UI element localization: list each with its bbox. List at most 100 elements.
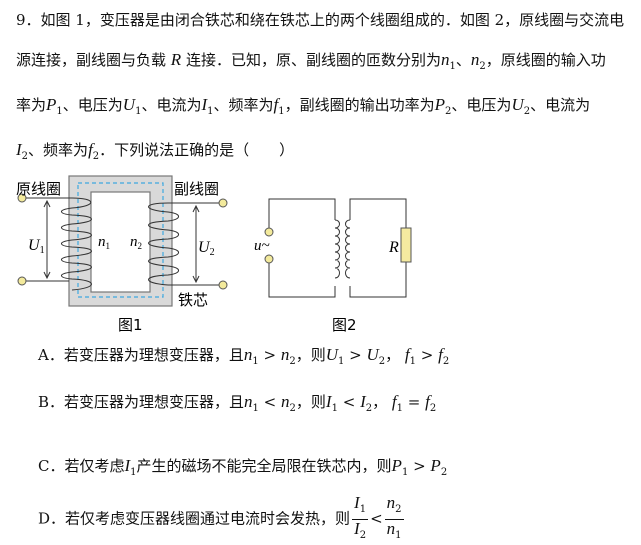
variable-symbol: U: [325, 345, 338, 364]
variable-subscript: 2: [365, 403, 373, 414]
variable-subscript: 1: [359, 504, 367, 515]
question-line: 源连接，副线圈与负载 R 连接．已知，原、副线圈的匝数分别为n1、n2，原线圈的…: [16, 50, 606, 77]
text-segment: >: [344, 346, 367, 364]
primary-terminal-bottom: [17, 276, 27, 286]
math-variable: U2: [366, 345, 386, 367]
text-segment: 产生的磁场不能完全局限在铁芯内，则: [136, 457, 392, 475]
variable-subscript: 1: [252, 356, 259, 367]
variable-symbol: I: [124, 456, 131, 475]
secondary-terminal-top: [218, 198, 228, 208]
math-variable: I2: [16, 140, 29, 162]
math-variable: f1: [273, 95, 285, 117]
variable-symbol: P: [391, 456, 402, 475]
math-variable: I1: [326, 392, 338, 414]
secondary-coil: [148, 202, 179, 286]
variable-symbol: I: [201, 95, 208, 114]
math-variable: n1: [387, 520, 402, 542]
source-terminal-bottom: [264, 254, 274, 264]
text-segment: ，: [372, 393, 392, 411]
variable-subscript: 2: [378, 356, 386, 367]
variable-subscript: 2: [92, 151, 100, 162]
figure-1-caption: 图1: [118, 316, 143, 334]
variable-symbol: f: [273, 95, 279, 114]
variable-subscript: 2: [289, 356, 296, 367]
variable-symbol: n: [386, 493, 396, 512]
iron-core-label: 铁芯: [178, 291, 208, 309]
core-window: [90, 191, 151, 293]
text-segment: ，副线圈的输出功率为: [284, 96, 435, 114]
text-segment: >: [258, 346, 281, 364]
u1-label: U1: [28, 237, 45, 256]
math-variable: R: [171, 50, 181, 69]
variable-symbol: U: [122, 95, 136, 114]
text-segment: 、电流为: [141, 96, 202, 114]
text-segment: A．若变压器为理想变压器，且: [38, 346, 244, 364]
math-variable: f2: [438, 345, 450, 367]
figure-1-transformer: 原线圈 副线圈 铁芯 U1 U2 n1 n2 图1: [16, 175, 228, 334]
math-variable: n2: [470, 50, 486, 72]
math-variable: I1: [354, 494, 367, 516]
math-variable: I2: [354, 520, 367, 542]
text-segment: 源连接，副线圈与负载: [16, 51, 171, 69]
variable-symbol: f: [88, 140, 93, 159]
text-segment: 、频率为: [28, 141, 89, 159]
text-segment: >: [416, 346, 439, 364]
text-segment: <: [258, 393, 282, 411]
math-variable: f2: [425, 392, 436, 414]
variable-symbol: n: [243, 345, 253, 364]
variable-subscript: 1: [338, 356, 345, 367]
u1-arrow: [43, 199, 51, 280]
variable-symbol: U: [366, 345, 379, 364]
primary-coil-label: 原线圈: [16, 180, 61, 198]
source-terminal-top: [264, 227, 274, 237]
primary-circuit: [268, 198, 336, 298]
variable-symbol: n: [470, 50, 480, 69]
variable-symbol: n: [280, 345, 290, 364]
math-variable: f1: [405, 345, 416, 367]
variable-symbol: n: [440, 50, 450, 69]
text-segment: <: [370, 509, 383, 528]
math-variable: U1: [325, 345, 345, 367]
resistor: [400, 227, 412, 263]
variable-subscript: 2: [440, 467, 448, 478]
fraction-numerator: n2: [384, 493, 404, 520]
variable-subscript: 2: [445, 106, 452, 117]
n1-label: n1: [98, 234, 110, 251]
text-segment: ，原线圈的输入功: [485, 51, 606, 69]
u2-arrow: [192, 204, 200, 284]
option-C[interactable]: C．若仅考虑I1产生的磁场不能完全局限在铁芯内，则P1 > P2: [38, 456, 447, 483]
resistor-label: R: [388, 239, 399, 256]
variable-subscript: 2: [523, 106, 531, 117]
secondary-coil: [345, 219, 351, 279]
text-segment: 、电压为: [451, 96, 512, 114]
text-segment: <: [337, 393, 361, 411]
text-segment: C．若仅考虑: [38, 457, 125, 475]
text-segment: B．若变压器为理想变压器，且: [38, 393, 245, 411]
variable-symbol: n: [244, 392, 253, 411]
math-variable: f2: [88, 140, 100, 162]
option-A[interactable]: A．若变压器为理想变压器，且n1 > n2，则U1 > U2， f1 > f2: [38, 345, 449, 372]
text-segment: ，: [385, 346, 405, 364]
variable-subscript: 2: [359, 530, 367, 541]
variable-subscript: 1: [135, 106, 142, 117]
fraction-denominator: n1: [387, 520, 402, 545]
variable-subscript: 1: [395, 530, 402, 541]
n2-label: n2: [130, 234, 142, 251]
variable-symbol: P: [46, 95, 57, 114]
math-variable: P1: [391, 456, 409, 478]
variable-subscript: 2: [442, 356, 450, 367]
variable-subscript: 2: [21, 151, 29, 162]
option-B[interactable]: B．若变压器为理想变压器，且n1 < n2，则I1 < I2， f1 = f2: [38, 392, 436, 419]
variable-symbol: U: [511, 95, 524, 114]
text-segment: 连接．已知，原、副线圈的匝数分别为: [181, 51, 441, 69]
variable-subscript: 1: [207, 106, 214, 117]
question-line: 率为P1、电压为U1、电流为I1、频率为f1，副线圈的输出功率为P2、电压为U2…: [16, 95, 590, 122]
fraction-numerator: I1: [352, 494, 369, 520]
text-segment: >: [408, 457, 431, 475]
math-variable: U1: [122, 95, 142, 117]
variable-symbol: f: [425, 392, 430, 411]
math-variable: P2: [435, 95, 452, 117]
text-segment: 、电流为: [530, 96, 591, 114]
